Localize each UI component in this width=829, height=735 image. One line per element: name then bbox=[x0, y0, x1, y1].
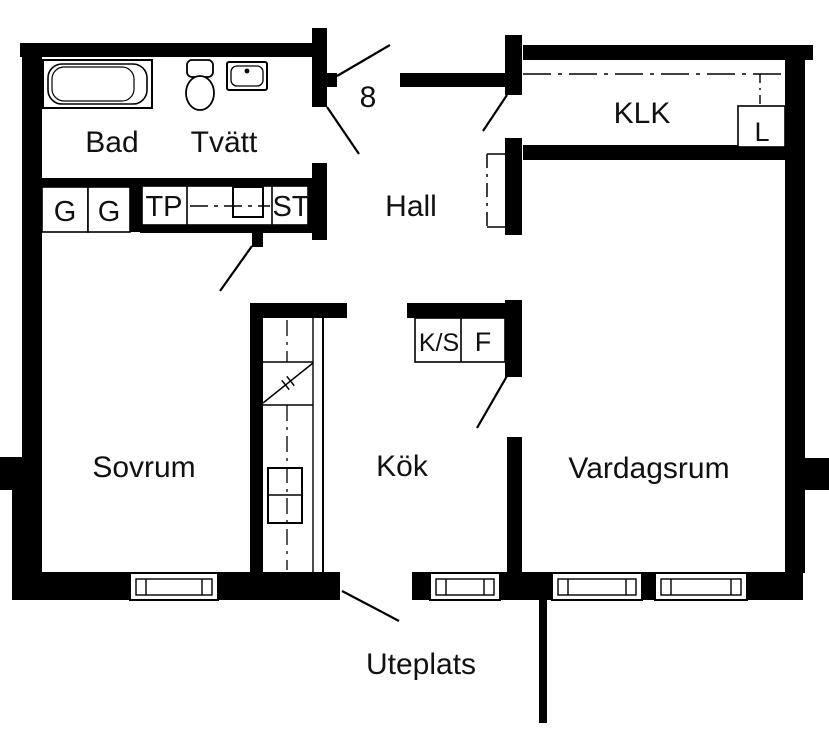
wall-right-step bbox=[803, 458, 829, 490]
room-labels: Bad Tvätt Hall KLK Sovrum Kök Vardagsrum… bbox=[85, 97, 729, 681]
window-inner bbox=[557, 578, 637, 596]
window-outer bbox=[551, 572, 643, 601]
closet-details bbox=[523, 73, 786, 148]
door-swing-kitchen bbox=[476, 375, 508, 429]
sink-drain bbox=[244, 68, 250, 74]
wall-top-right bbox=[523, 45, 813, 60]
counter-surface bbox=[263, 318, 324, 572]
wall-bath-right-stub bbox=[312, 28, 327, 107]
fixture-labels: 8 G G TP ST K/S F L bbox=[54, 81, 770, 357]
door-swings bbox=[219, 44, 508, 622]
wall-cabinet-row-top bbox=[140, 178, 310, 186]
linen-cabinet-box bbox=[737, 105, 786, 148]
wall-closet-bottom bbox=[523, 145, 805, 160]
window-outer bbox=[654, 572, 748, 601]
washer-icon bbox=[232, 186, 264, 218]
cleaning-cabinet-label: ST bbox=[272, 191, 309, 223]
door-swing-entrance bbox=[336, 44, 391, 77]
unit-number-label: 8 bbox=[360, 81, 377, 114]
room-label-bathroom: Bad bbox=[85, 126, 138, 159]
wall-counter-top bbox=[250, 303, 347, 318]
patio-fence-line bbox=[539, 600, 547, 723]
wall-closet-left-stub bbox=[505, 35, 522, 95]
sink-diagonal-tick-1 bbox=[281, 379, 290, 391]
room-label-bedroom: Sovrum bbox=[92, 451, 195, 484]
wardrobe-box-2 bbox=[87, 186, 131, 233]
window-icon-living-1 bbox=[551, 572, 643, 601]
sink-diagonal bbox=[262, 362, 314, 404]
window-inner bbox=[435, 578, 495, 596]
sink-basin bbox=[230, 65, 264, 87]
wardrobe-label-1: G bbox=[54, 196, 77, 228]
bathtub-rim bbox=[47, 63, 148, 105]
room-label-living-room: Vardagsrum bbox=[568, 452, 729, 485]
wall-top-left bbox=[20, 43, 312, 57]
sink-outer bbox=[226, 61, 268, 91]
wall-fridge-right-stub bbox=[505, 300, 522, 377]
freezer-label: F bbox=[475, 327, 492, 357]
door-swing-bathroom bbox=[326, 106, 360, 155]
wall-row-right-chunk bbox=[308, 178, 327, 233]
room-label-laundry: Tvätt bbox=[191, 126, 258, 159]
wardrobe-boxes bbox=[41, 186, 131, 233]
wall-above-wardrobes bbox=[42, 178, 140, 187]
kitchen-counter bbox=[262, 318, 324, 572]
linen-cabinet-label: L bbox=[754, 117, 769, 147]
window-icon-bedroom bbox=[129, 572, 219, 601]
wall-wardrobe-divider-chunk bbox=[130, 178, 142, 232]
door-swing-closet bbox=[482, 94, 508, 132]
wall-counter-left bbox=[250, 318, 263, 573]
cabinet-row bbox=[141, 185, 309, 226]
patio-leader-line bbox=[341, 590, 400, 622]
room-label-closet: KLK bbox=[614, 97, 671, 130]
window-outer bbox=[129, 572, 219, 601]
wall-hall-right-stub bbox=[505, 138, 522, 235]
toilet-icon bbox=[185, 59, 215, 111]
toilet-tank bbox=[186, 59, 214, 78]
wall-left-bump bbox=[0, 457, 42, 490]
drying-cabinet-label: TP bbox=[145, 191, 182, 223]
wall-right bbox=[785, 45, 805, 573]
window-inner bbox=[135, 578, 213, 596]
wall-bedroom-door-stub bbox=[252, 233, 263, 247]
fridge-freezer-boxes bbox=[414, 317, 506, 363]
bathtub-basin bbox=[51, 66, 135, 102]
wall-fridge-top bbox=[407, 303, 505, 318]
fridge-cooler-label: K/S bbox=[419, 329, 459, 357]
fridge-freezer-outline bbox=[414, 317, 506, 363]
wall-left-upper bbox=[22, 43, 42, 457]
window-icon-living-2 bbox=[654, 572, 748, 601]
hall-dashed-fixture bbox=[486, 153, 505, 228]
door-swing-bedroom bbox=[219, 245, 253, 292]
wall-entrance bbox=[400, 73, 507, 87]
window-inner bbox=[660, 578, 742, 596]
toilet-bowl bbox=[185, 75, 215, 111]
sink-diagonal-tick-2 bbox=[286, 375, 295, 387]
room-label-hall: Hall bbox=[385, 190, 437, 223]
bathtub-icon bbox=[42, 59, 153, 109]
sink-icon bbox=[226, 61, 268, 91]
wall-cabinet-row-bottom bbox=[140, 225, 310, 233]
room-label-kitchen: Kök bbox=[376, 450, 429, 483]
wall-entry-nub bbox=[327, 73, 337, 87]
room-label-patio: Uteplats bbox=[366, 648, 476, 681]
window-icon-kitchen bbox=[429, 572, 501, 601]
window-outer bbox=[429, 572, 501, 601]
wall-kitchen-living-divider bbox=[507, 437, 522, 573]
wardrobe-label-2: G bbox=[98, 196, 121, 228]
